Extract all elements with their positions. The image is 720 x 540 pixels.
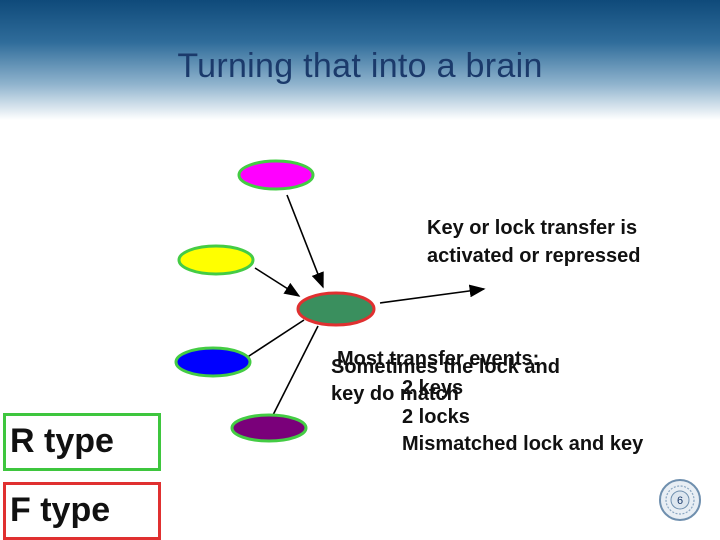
r-type-box: R type [3, 413, 161, 471]
arrow-magenta-to-center [286, 194, 324, 289]
node-magenta [237, 159, 315, 191]
list-item-2-locks: 2 locks [402, 406, 470, 428]
annotation-text: Key or lock transfer is activated or rep… [427, 214, 640, 270]
node-center [296, 291, 376, 327]
list-item-2-keys: 2 keys [402, 377, 464, 399]
line-blue-to-center [245, 319, 305, 359]
f-type-label: F type [10, 491, 111, 529]
arrow-center-out [379, 284, 486, 304]
r-type-label: R type [10, 422, 114, 460]
most-transfer-text: Most transfer events: [337, 348, 540, 370]
annotation-line-2: activated or repressed [427, 245, 641, 267]
node-blue [174, 346, 252, 378]
annotation-line-1: Key or lock transfer is [427, 217, 638, 239]
node-yellow [177, 244, 255, 276]
list-item-mismatched: Mismatched lock and key [402, 433, 644, 455]
header-band [0, 0, 720, 120]
line-purple-to-center [271, 325, 319, 418]
node-purple [230, 413, 308, 443]
f-type-box: F type [3, 482, 161, 540]
slide-title: Turning that into a brain [177, 47, 543, 85]
sometimes-line-1: Sometimes the lock and [331, 356, 560, 378]
sometimes-line-2: key do match [331, 383, 459, 405]
arrow-yellow-to-center [254, 267, 301, 297]
university-seal-icon: 6 [659, 479, 701, 521]
page-number: 6 [677, 495, 683, 507]
